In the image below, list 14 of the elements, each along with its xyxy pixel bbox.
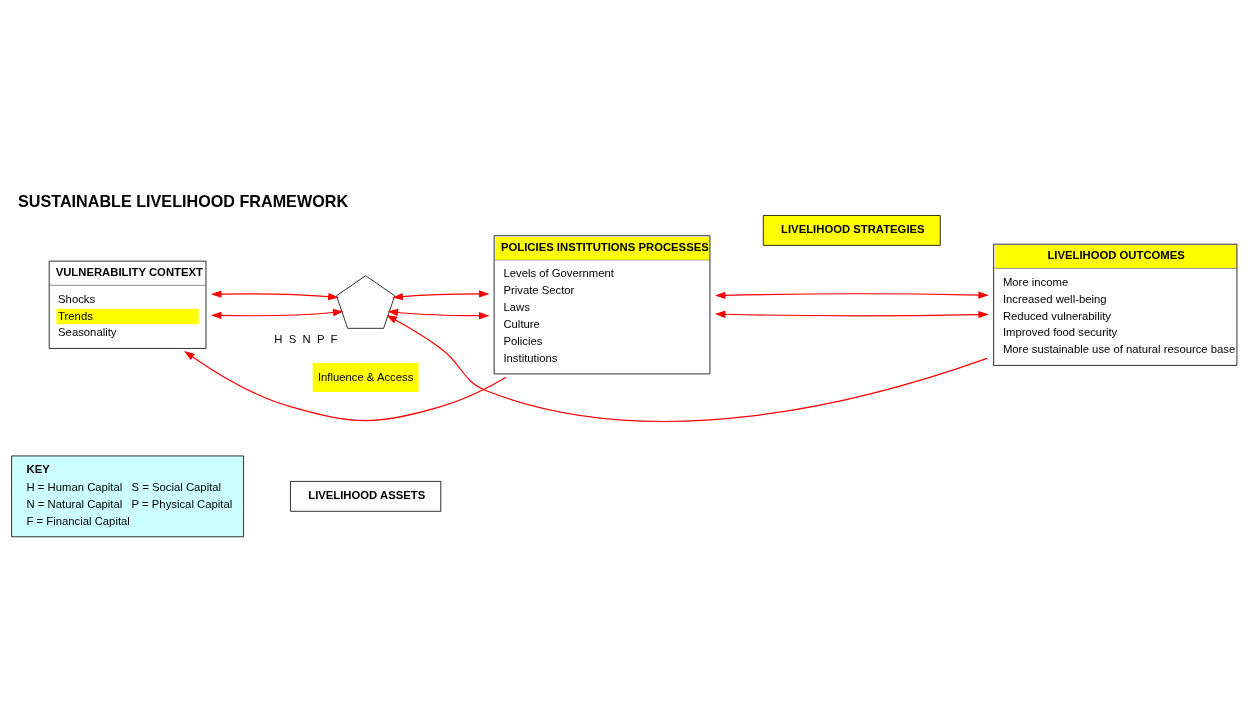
arrow [714,310,989,318]
arrow [386,314,988,422]
node-label: H S N P F [274,332,338,345]
arrow [392,289,490,300]
diagram-title: SUSTAINABLE LIVELIHOOD FRAMEWORK [18,191,349,210]
arrow [714,290,989,299]
node-box: LIVELIHOOD ASSETS [290,480,442,512]
node-box: KEY H = Human Capital S = Social Capital N = Natural Capital P = Physical Capital F = Financial Capital [11,455,244,537]
label: Influence & Access [317,370,414,383]
arrow [184,350,507,421]
arrow [387,308,490,319]
arrow [210,308,344,319]
arrow [210,289,339,300]
node-box: LIVELIHOOD STRATEGIES [762,214,941,246]
